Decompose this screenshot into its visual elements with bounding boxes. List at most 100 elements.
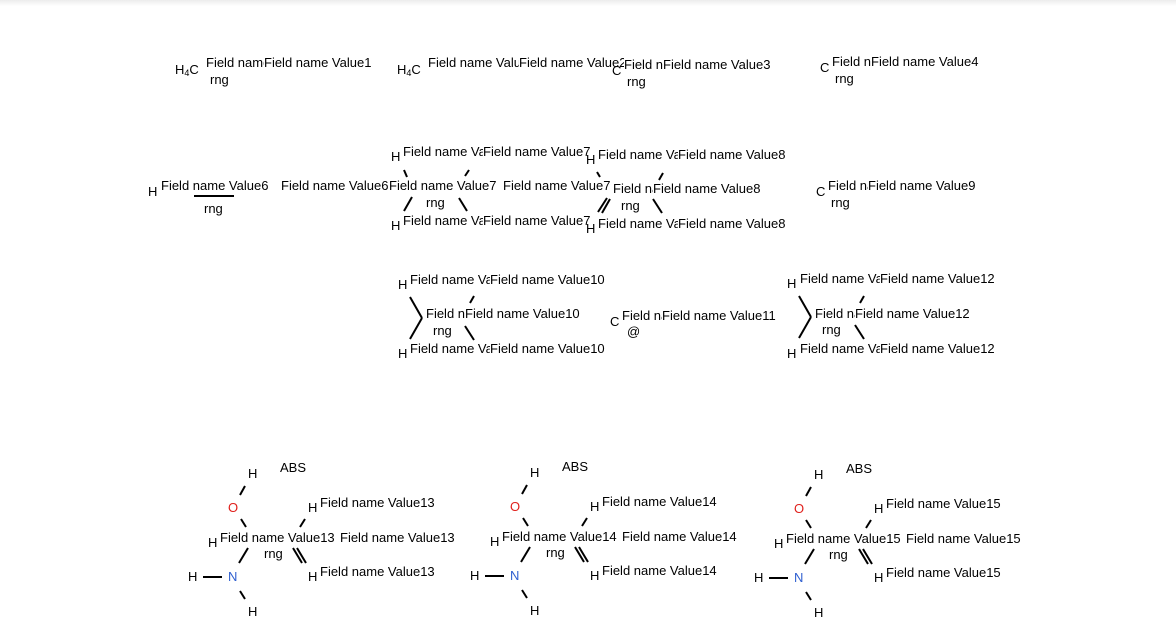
atom-label: H bbox=[188, 569, 198, 584]
atom-label: H bbox=[590, 499, 600, 514]
atom-label: H bbox=[398, 277, 408, 292]
field-label: Field name Value6 bbox=[161, 178, 269, 193]
field-label: Field name Value7 bbox=[503, 178, 611, 193]
field-label: Field name Value10 bbox=[490, 341, 605, 356]
ring-label: rng bbox=[831, 195, 850, 210]
atom-label: H bbox=[248, 604, 258, 619]
field-label: Field name Value12 bbox=[855, 306, 970, 321]
field-label: Field name Value8 bbox=[678, 147, 786, 162]
atom-label: H bbox=[398, 346, 408, 361]
bond bbox=[798, 295, 812, 318]
bond bbox=[520, 546, 531, 563]
bond bbox=[805, 519, 812, 529]
field-label: Field name Value15 bbox=[886, 496, 1001, 511]
bond bbox=[652, 198, 663, 214]
field-label: Field name Value7 bbox=[389, 178, 497, 193]
bond bbox=[597, 197, 608, 213]
field-label: Field name Value8 bbox=[678, 216, 786, 231]
bond bbox=[458, 197, 468, 212]
bond bbox=[296, 547, 307, 564]
bond bbox=[409, 317, 423, 340]
bond bbox=[299, 518, 306, 528]
atom-label: H bbox=[874, 501, 884, 516]
atom-label: H bbox=[470, 568, 480, 583]
atom-label: H bbox=[308, 569, 318, 584]
atom-label: H bbox=[148, 184, 158, 199]
atom-label: H bbox=[391, 218, 401, 233]
field-label: Field name Value2 bbox=[428, 55, 536, 70]
atom-label: H bbox=[208, 535, 218, 550]
oxygen-label: O bbox=[794, 501, 805, 516]
bond bbox=[581, 517, 588, 527]
bond bbox=[865, 519, 872, 529]
ring-label: rng bbox=[621, 198, 640, 213]
atom-label: C bbox=[816, 184, 826, 199]
atom-label: H bbox=[586, 152, 596, 167]
bond bbox=[521, 484, 528, 495]
nitrogen-label: N bbox=[228, 569, 238, 584]
bond bbox=[805, 486, 812, 497]
bond bbox=[578, 546, 589, 563]
atom-label: H bbox=[248, 466, 258, 481]
abs-label: ABS bbox=[562, 459, 589, 474]
bond bbox=[798, 316, 812, 339]
oxygen-label: O bbox=[510, 499, 521, 514]
bond bbox=[469, 295, 475, 304]
ring-label: rng bbox=[433, 323, 452, 338]
bond bbox=[403, 196, 413, 212]
bond bbox=[859, 295, 865, 304]
abs-label: ABS bbox=[846, 461, 873, 476]
bond bbox=[601, 198, 611, 214]
atom-label: C bbox=[612, 63, 622, 78]
field-label: Field name Value15 bbox=[786, 531, 901, 546]
atom-label: H bbox=[308, 500, 318, 515]
bond bbox=[292, 547, 303, 564]
bond bbox=[858, 548, 869, 565]
bond bbox=[464, 325, 475, 341]
atom-label: H bbox=[590, 568, 600, 583]
field-label: Field name Value6 bbox=[281, 178, 389, 193]
field-label: Field name Value13 bbox=[220, 530, 335, 545]
bond bbox=[240, 518, 247, 528]
field-label: Field name Value13 bbox=[340, 530, 455, 545]
atom-label: H bbox=[530, 465, 540, 480]
ring-label: rng bbox=[546, 545, 565, 560]
atom-label: H bbox=[490, 534, 500, 549]
field-label: Field name Value10 bbox=[465, 306, 580, 321]
atom-label: H bbox=[814, 605, 824, 620]
ring-label: rng bbox=[627, 74, 646, 89]
atom-label: H bbox=[530, 603, 540, 618]
top-shadow bbox=[0, 0, 1176, 6]
field-label: Field name Value11 bbox=[662, 308, 776, 323]
atom-label: H bbox=[586, 221, 596, 236]
bond bbox=[239, 485, 246, 496]
field-label: Field name Value3 bbox=[663, 57, 771, 72]
bond bbox=[238, 547, 249, 564]
bond bbox=[464, 169, 470, 177]
field-label: Field name Value7 bbox=[483, 213, 591, 228]
bond bbox=[804, 548, 815, 565]
bond bbox=[854, 324, 865, 340]
oxygen-label: O bbox=[228, 500, 239, 515]
field-label: Field name Value13 bbox=[320, 564, 435, 579]
field-label: Field name Value4 bbox=[871, 54, 979, 69]
atom-label: H bbox=[814, 467, 824, 482]
ring-label: rng bbox=[835, 71, 854, 86]
nitrogen-label: N bbox=[510, 568, 520, 583]
field-label: Field name Value10 bbox=[490, 272, 605, 287]
atom-label: H bbox=[874, 570, 884, 585]
field-label: Field name Value12 bbox=[880, 341, 995, 356]
field-label: Field name Value14 bbox=[502, 529, 617, 544]
bond bbox=[403, 169, 408, 178]
atom-label: H bbox=[391, 149, 401, 164]
bond bbox=[574, 546, 585, 563]
bond bbox=[805, 591, 812, 601]
ring-label: rng bbox=[264, 546, 283, 561]
bond bbox=[596, 171, 601, 178]
field-label: Field name Value2 bbox=[519, 55, 627, 70]
bond bbox=[658, 172, 664, 181]
ring-label: rng bbox=[210, 72, 229, 87]
bond bbox=[521, 589, 528, 599]
field-label: Field name Value13 bbox=[320, 495, 435, 510]
